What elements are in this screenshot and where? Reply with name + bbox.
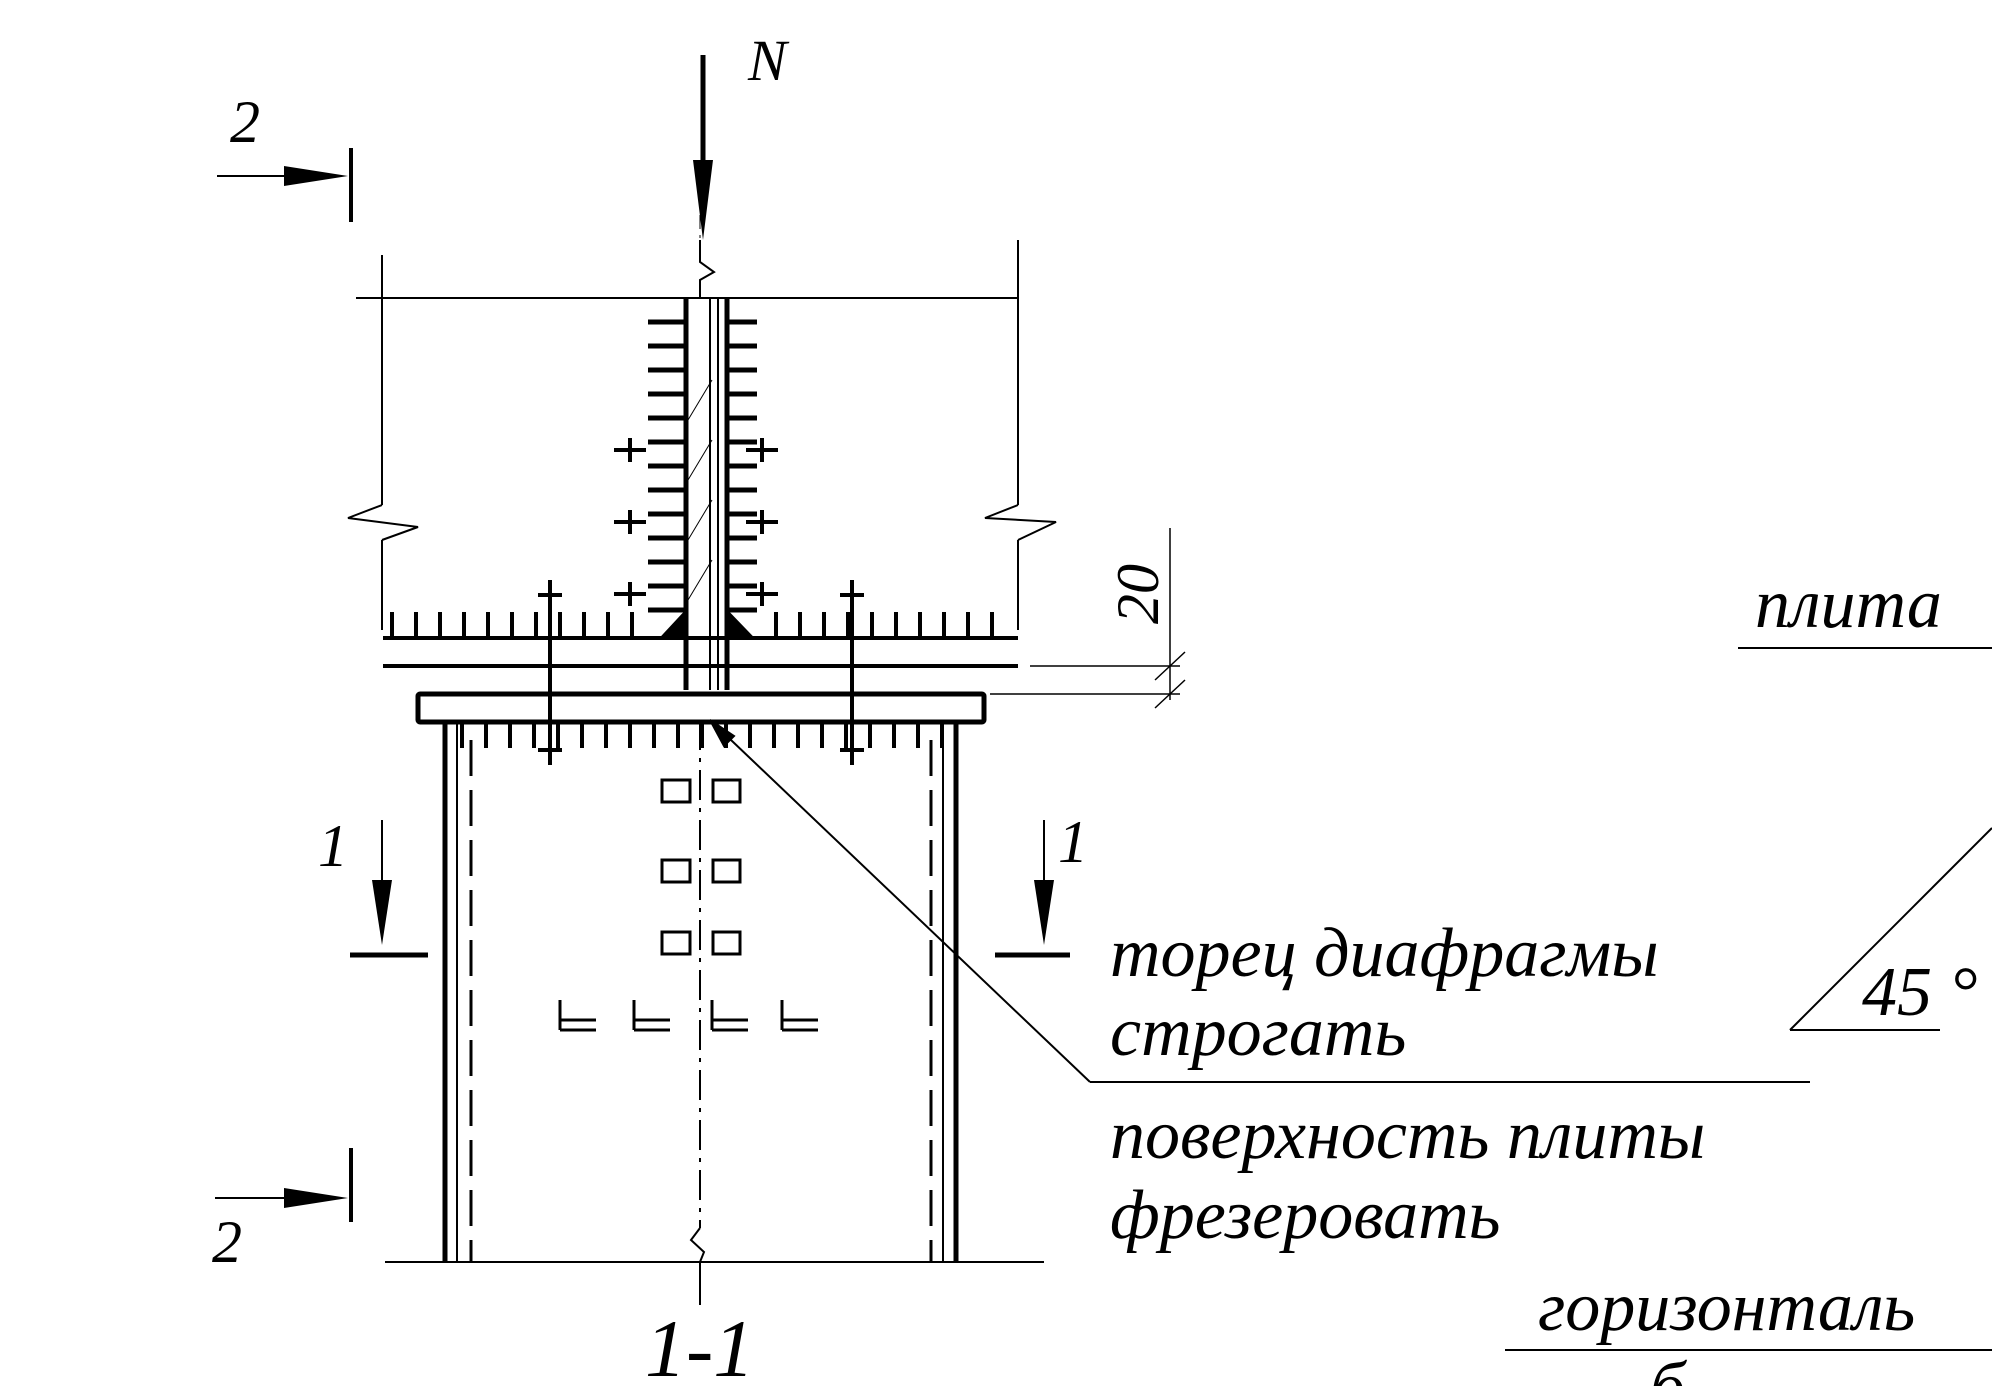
section-title: 1-1	[645, 1303, 754, 1386]
angle-triangle	[1789, 827, 1992, 1031]
lower-stiffener-bracket	[664, 778, 692, 804]
section-mark-1-left	[350, 820, 428, 958]
plate-weld-ticks	[460, 722, 944, 748]
section-2-bottom-label: 2	[212, 1209, 242, 1275]
lower-stiffener-bracket	[660, 858, 688, 884]
note-diaphragm-line1: торец диафрагмы	[1110, 915, 1659, 992]
dimension-20	[990, 528, 1186, 709]
dimension-20-label: 20	[1105, 564, 1171, 624]
bottom-partial-label: б	[1650, 1349, 1688, 1386]
lower-stiffener-bracket	[711, 778, 739, 804]
right-plate-label: плита	[1755, 566, 1942, 643]
force-arrow	[693, 55, 713, 240]
upper-web	[658, 215, 756, 690]
section-2-top-label: 2	[230, 89, 260, 155]
lower-web-stiffeners	[558, 778, 818, 1032]
upper-flange	[383, 636, 1018, 668]
lower-stiffener-bracket	[714, 930, 742, 956]
section-mark-2-top	[217, 148, 353, 222]
section-1-left-label: 1	[318, 813, 348, 879]
note-diaphragm-line2: строгать	[1110, 994, 1406, 1071]
lower-stiffener-bracket	[660, 930, 688, 956]
lower-column	[385, 720, 1044, 1305]
section-mark-2-bottom	[215, 1148, 353, 1222]
lower-stiffener-bracket	[711, 858, 739, 884]
lower-stiffener-bracket	[664, 930, 692, 956]
lower-stiffener-bracket	[711, 930, 739, 956]
lower-stiffener-bracket	[660, 778, 688, 804]
angle-label: 45 °	[1862, 954, 1978, 1031]
upper-column-outline	[347, 240, 1057, 630]
lower-stiffener-bracket	[714, 858, 742, 884]
base-plate	[415, 691, 987, 725]
lower-stiffener-bracket	[714, 778, 742, 804]
section-1-right-label: 1	[1058, 809, 1088, 875]
bolt-crosses	[538, 438, 864, 765]
force-label: N	[747, 28, 790, 93]
lower-stiffener-bracket	[664, 858, 692, 884]
web-weld-ticks	[648, 319, 757, 613]
note-plate-line2: фрезеровать	[1110, 1177, 1501, 1254]
flange-weld-ticks	[390, 612, 994, 638]
note-leader	[709, 719, 1810, 1083]
section-mark-1-right	[995, 820, 1070, 958]
note-plate-line1: поверхность плиты	[1110, 1097, 1705, 1174]
horizontal-label: горизонталь	[1538, 1269, 1915, 1346]
